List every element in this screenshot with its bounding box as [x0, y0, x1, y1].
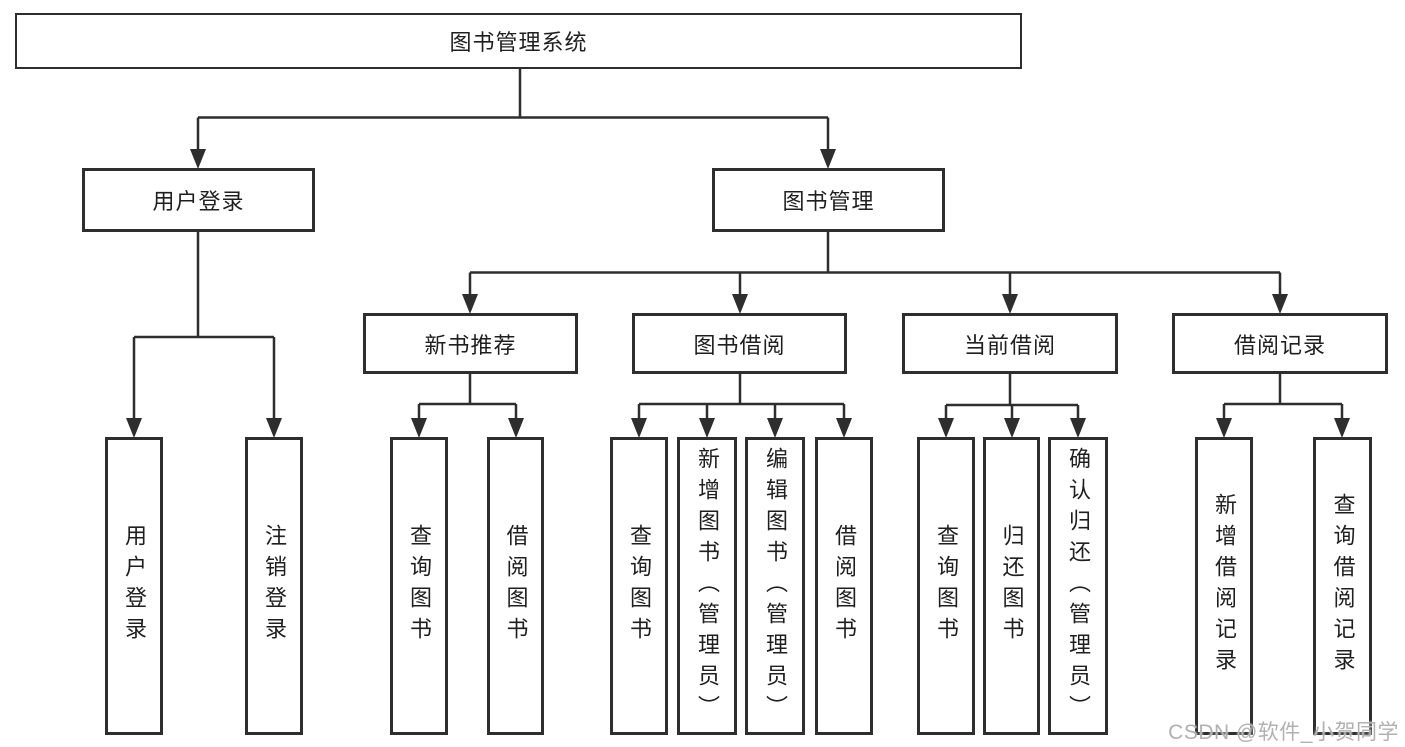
leaf-borrow-book-recommend-label: 借阅图书 — [503, 524, 529, 648]
leaf-confirm-return-admin: 确认归还（管理员） — [1048, 437, 1108, 735]
leaf-return-book-label: 归还图书 — [999, 524, 1025, 648]
arrowheads — [126, 149, 1350, 438]
leaf-user-login-label: 用户登录 — [122, 524, 147, 648]
node-user-login-label: 用户登录 — [152, 189, 245, 214]
leaf-logout-label: 注销登录 — [262, 524, 287, 648]
leaf-query-book-borrow: 查询图书 — [610, 437, 668, 735]
leaf-query-book-current-label: 查询图书 — [934, 524, 959, 648]
watermark: CSDN @软件_小贺同学 — [1168, 721, 1399, 744]
leaf-add-borrow-record: 新增借阅记录 — [1195, 437, 1253, 735]
node-user-login: 用户登录 — [82, 168, 315, 232]
node-book-borrow: 图书借阅 — [632, 313, 847, 374]
leaf-add-book-admin-label: 新增图书（管理员） — [695, 446, 720, 726]
node-book-borrow-label: 图书借阅 — [693, 332, 786, 358]
node-new-book-recommend: 新书推荐 — [363, 313, 578, 374]
leaf-query-borrow-record-label: 查询借阅记录 — [1330, 493, 1356, 679]
leaf-confirm-return-admin-label: 确认归还（管理员） — [1066, 446, 1091, 726]
leaf-query-book-recommend-label: 查询图书 — [407, 524, 432, 648]
node-current-borrow: 当前借阅 — [902, 313, 1118, 374]
leaf-edit-book-admin: 编辑图书（管理员） — [745, 437, 805, 735]
node-book-management: 图书管理 — [712, 168, 945, 232]
leaf-query-book-current: 查询图书 — [917, 437, 975, 735]
leaf-edit-book-admin-label: 编辑图书（管理员） — [763, 446, 788, 726]
leaf-query-book-borrow-label: 查询图书 — [627, 524, 652, 648]
node-book-management-label: 图书管理 — [782, 189, 875, 214]
leaf-logout: 注销登录 — [245, 437, 303, 735]
node-borrow-record-label: 借阅记录 — [1233, 332, 1326, 358]
leaf-return-book: 归还图书 — [983, 437, 1040, 735]
leaf-borrow-book-label: 借阅图书 — [832, 524, 857, 648]
leaf-borrow-book: 借阅图书 — [815, 437, 873, 735]
node-current-borrow-label: 当前借阅 — [963, 332, 1056, 358]
leaf-query-borrow-record: 查询借阅记录 — [1313, 437, 1372, 735]
leaf-add-book-admin: 新增图书（管理员） — [677, 437, 737, 735]
leaf-user-login: 用户登录 — [105, 437, 163, 735]
leaf-add-borrow-record-label: 新增借阅记录 — [1212, 493, 1237, 679]
leaf-borrow-book-recommend: 借阅图书 — [487, 437, 544, 735]
node-root-label: 图书管理系统 — [449, 30, 588, 55]
node-borrow-record: 借阅记录 — [1172, 313, 1388, 374]
node-root: 图书管理系统 — [15, 13, 1022, 69]
leaf-query-book-recommend: 查询图书 — [390, 437, 448, 735]
connector-paths — [132, 69, 1344, 421]
node-new-book-recommend-label: 新书推荐 — [424, 332, 517, 358]
